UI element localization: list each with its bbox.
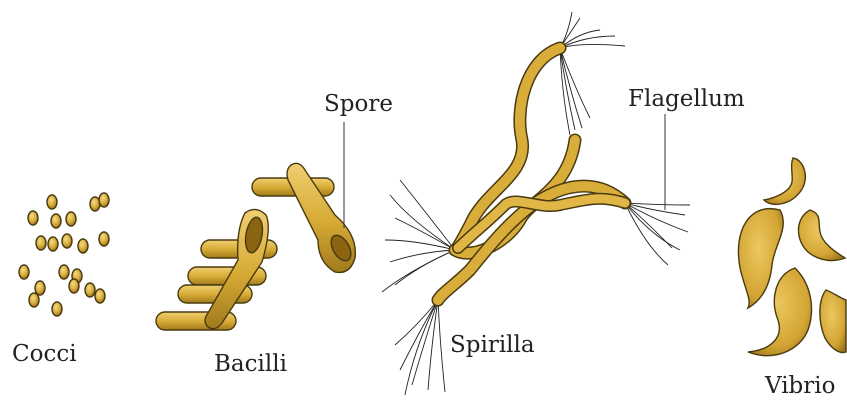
- vibrio-group: Vibrio: [738, 158, 846, 399]
- cocci-label: Cocci: [12, 341, 77, 367]
- spirilla-group: Spirilla Flagellum: [382, 12, 745, 395]
- flagella-tuft: [625, 203, 690, 265]
- vibrio-cell: [764, 158, 805, 204]
- spore-label: Spore: [324, 91, 393, 117]
- flagella-tuft: [560, 12, 625, 135]
- vibrio-cell: [798, 210, 845, 260]
- cocci-group: Cocci: [12, 193, 109, 367]
- spirilla-label: Spirilla: [450, 332, 535, 358]
- vibrio-cell: [820, 290, 846, 352]
- flagella-tuft: [395, 300, 445, 395]
- flagella-tuft: [382, 180, 455, 292]
- bacilli-group: Bacilli Spore: [156, 91, 393, 377]
- vibrio-label: Vibrio: [764, 373, 835, 399]
- bacilli-label: Bacilli: [214, 351, 287, 377]
- flagellum-label: Flagellum: [628, 86, 745, 112]
- coccus-cell: [19, 193, 109, 316]
